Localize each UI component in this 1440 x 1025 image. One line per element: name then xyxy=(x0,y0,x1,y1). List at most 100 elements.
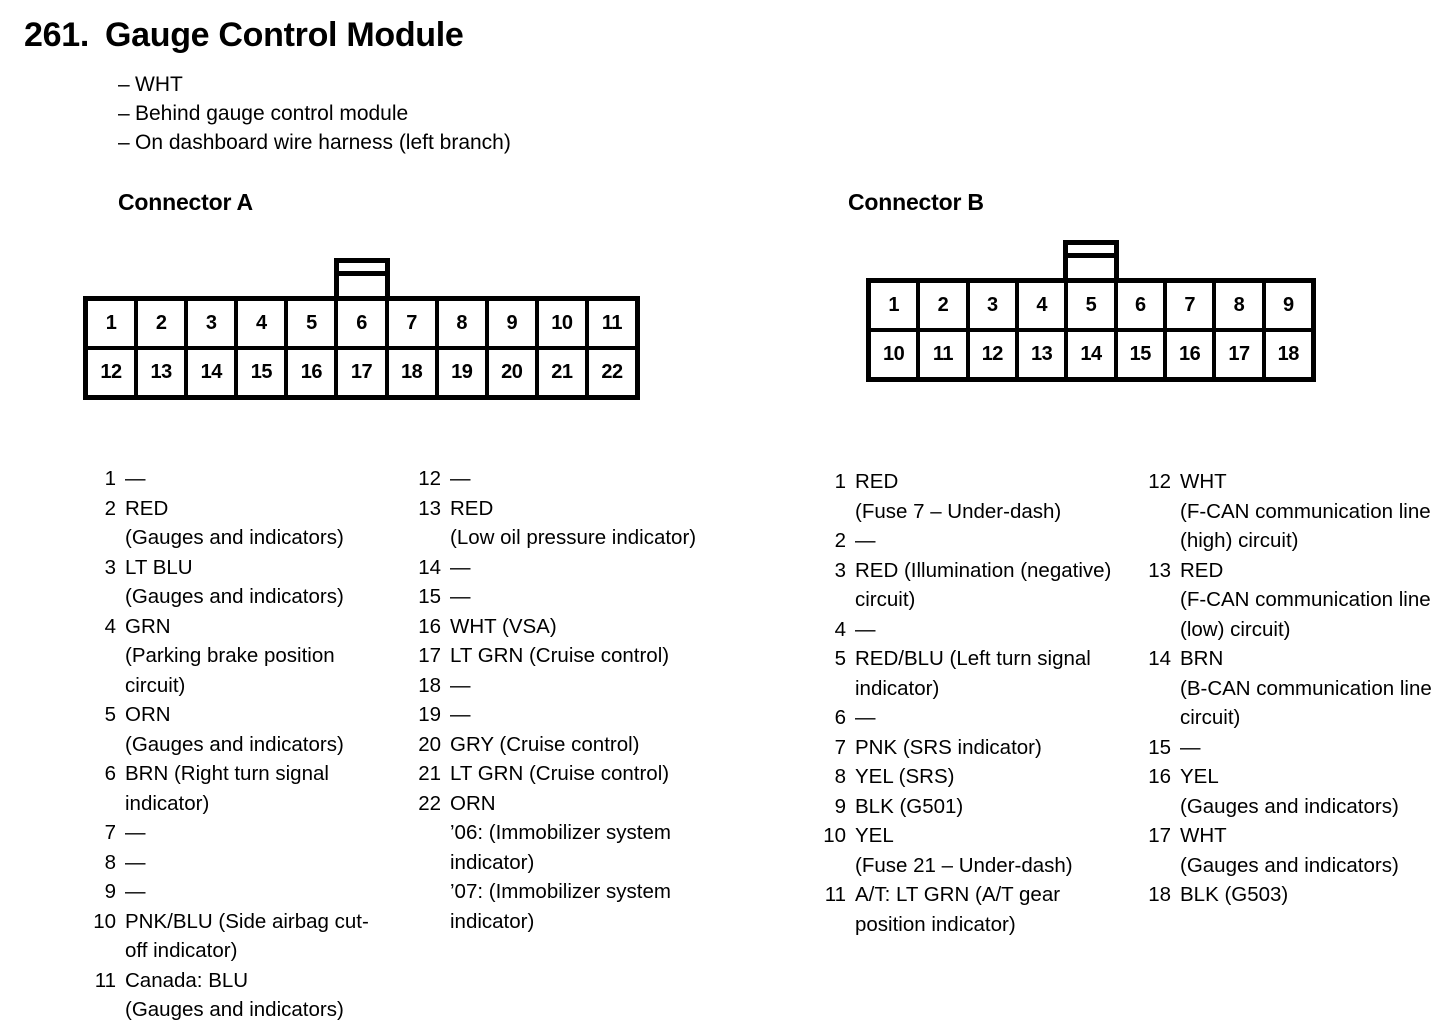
pin-description: — xyxy=(450,671,715,701)
pin-number: 16 xyxy=(418,614,441,638)
connector-pin-cavity[interactable]: 12 xyxy=(88,350,139,395)
pin-description: YEL(Gauges and indicators) xyxy=(1180,762,1440,821)
pin-number: 15 xyxy=(418,585,441,608)
connector-pin-cavity[interactable]: 17 xyxy=(1216,332,1266,377)
pin-description-line: YEL xyxy=(855,824,894,847)
connector-pin-cavity[interactable]: 16 xyxy=(288,350,339,395)
pin-number: 8 xyxy=(834,765,846,788)
pin-entry: 6— xyxy=(820,703,1120,733)
pin-entry: 7— xyxy=(90,818,390,848)
connector-pin-cavity[interactable]: 21 xyxy=(539,350,589,395)
pin-number: 5 xyxy=(104,703,116,726)
connector-pin-cavity[interactable]: 14 xyxy=(188,350,239,395)
pin-description-line: RED/BLU (Left turn signal indicator) xyxy=(855,647,1091,700)
connector-pin-cavity[interactable]: 4 xyxy=(238,301,289,346)
connector-pin-cavity[interactable]: 2 xyxy=(920,283,970,328)
connector-pin-cavity[interactable]: 6 xyxy=(1118,283,1167,328)
connector-pin-cavity[interactable]: 16 xyxy=(1167,332,1217,377)
pin-description: RED(Fuse 7 – Under-dash) xyxy=(855,467,1120,526)
connector-pin-cavity[interactable]: 1 xyxy=(88,301,139,346)
pin-description: PNK (SRS indicator) xyxy=(855,733,1120,763)
connector-pin-cavity[interactable]: 10 xyxy=(539,301,589,346)
connector-pin-cavity[interactable]: 8 xyxy=(439,301,489,346)
pin-entry: 12— xyxy=(415,464,715,494)
connector-pin-cavity[interactable]: 9 xyxy=(489,301,539,346)
connector-pin-cavity[interactable]: 19 xyxy=(439,350,489,395)
pin-description: RED(Low oil pressure indicator) xyxy=(450,494,715,553)
connector-pin-cavity[interactable]: 20 xyxy=(489,350,539,395)
pin-description-line: (Gauges and indicators) xyxy=(1180,853,1399,877)
pin-description: — xyxy=(450,700,715,730)
pin-description-line: (F-CAN communication line (low) circuit) xyxy=(1180,588,1431,641)
connector-pin-cavity[interactable]: 5 xyxy=(1068,283,1118,328)
connector-pin-cavity[interactable]: 10 xyxy=(871,332,921,377)
connector-pin-cavity[interactable]: 12 xyxy=(970,332,1019,377)
section-title: Gauge Control Module xyxy=(104,16,464,54)
pin-number: 2 xyxy=(834,529,846,552)
connector-pin-cavity[interactable]: 13 xyxy=(138,350,189,395)
pin-description-line: Canada: BLU xyxy=(125,968,249,992)
connector-pin-cavity[interactable]: 18 xyxy=(1277,343,1300,365)
pin-description: — xyxy=(125,877,390,907)
pin-description-line: WHT xyxy=(1180,470,1227,493)
connector-pin-cavity[interactable]: 8 xyxy=(1216,283,1266,328)
connector-locking-tab xyxy=(333,258,390,302)
pin-description: RED(Gauges and indicators) xyxy=(125,494,390,553)
connector-pin-cavity[interactable]: 11 xyxy=(601,312,623,334)
page-title: 261.Gauge Control Module xyxy=(24,16,464,55)
pin-description-line: (Gauges and indicators) xyxy=(125,732,344,756)
pin-description: — xyxy=(125,464,390,494)
pin-description: GRY (Cruise control) xyxy=(450,730,715,760)
connector-pin-cavity[interactable]: 18 xyxy=(389,350,439,395)
connector-pin-cavity[interactable]: 15 xyxy=(238,350,289,395)
pin-description: — xyxy=(450,582,715,612)
connector-pin-cavity[interactable]: 13 xyxy=(1019,332,1069,377)
connector-pin-cavity[interactable]: 7 xyxy=(389,301,439,346)
pin-number: 17 xyxy=(418,644,441,667)
pin-description-line: (Fuse 7 – Under-dash) xyxy=(855,499,1062,523)
connector-pin-cavity[interactable]: 14 xyxy=(1068,332,1118,377)
connector-pin-cavity[interactable]: 17 xyxy=(338,350,389,395)
pin-number: 17 xyxy=(1148,824,1171,847)
pin-description-line: BRN xyxy=(1180,647,1224,670)
pin-entry: 18 — xyxy=(415,671,715,701)
pin-description-line: ’06: (Immobilizer system indicator) xyxy=(450,821,671,874)
pin-empty-marker: — xyxy=(1180,735,1201,759)
connector-pin-cavity[interactable]: 6 xyxy=(338,301,389,346)
pin-description: GRN(Parking brake position circuit) xyxy=(125,612,390,701)
connector-pin-cavity[interactable]: 22 xyxy=(601,361,623,383)
connector-pin-cavity[interactable]: 15 xyxy=(1118,332,1167,377)
pin-description: LT GRN (Cruise control) xyxy=(450,641,715,671)
pin-empty-marker: — xyxy=(125,850,146,874)
pin-number: 18 xyxy=(1148,883,1171,906)
connector-pin-cavity[interactable]: 1 xyxy=(871,283,921,328)
pin-description: YEL (SRS) xyxy=(855,762,1120,792)
pin-number: 12 xyxy=(418,467,441,490)
pin-number: 18 xyxy=(418,673,441,697)
pin-description: — xyxy=(855,615,1120,645)
connector-pin-cavity[interactable]: 3 xyxy=(188,301,239,346)
connector-pin-cavity[interactable]: 9 xyxy=(1282,294,1294,316)
pin-number: 6 xyxy=(834,706,846,729)
connector-pin-cavity[interactable]: 2 xyxy=(138,301,189,346)
pin-number: 2 xyxy=(104,496,116,520)
pin-number: 4 xyxy=(834,617,846,641)
connector-pin-cavity[interactable]: 3 xyxy=(970,283,1019,328)
connector-pin-cavity[interactable]: 11 xyxy=(920,332,970,377)
pin-description-line: BRN (Right turn signal indicator) xyxy=(125,762,329,815)
pin-number: 12 xyxy=(1148,470,1171,493)
connector-pin-cavity[interactable]: 4 xyxy=(1019,283,1069,328)
connector-pin-cavity[interactable]: 7 xyxy=(1167,283,1217,328)
pin-number: 22 xyxy=(418,791,441,815)
connector-pin-cavity[interactable]: 5 xyxy=(288,301,339,346)
